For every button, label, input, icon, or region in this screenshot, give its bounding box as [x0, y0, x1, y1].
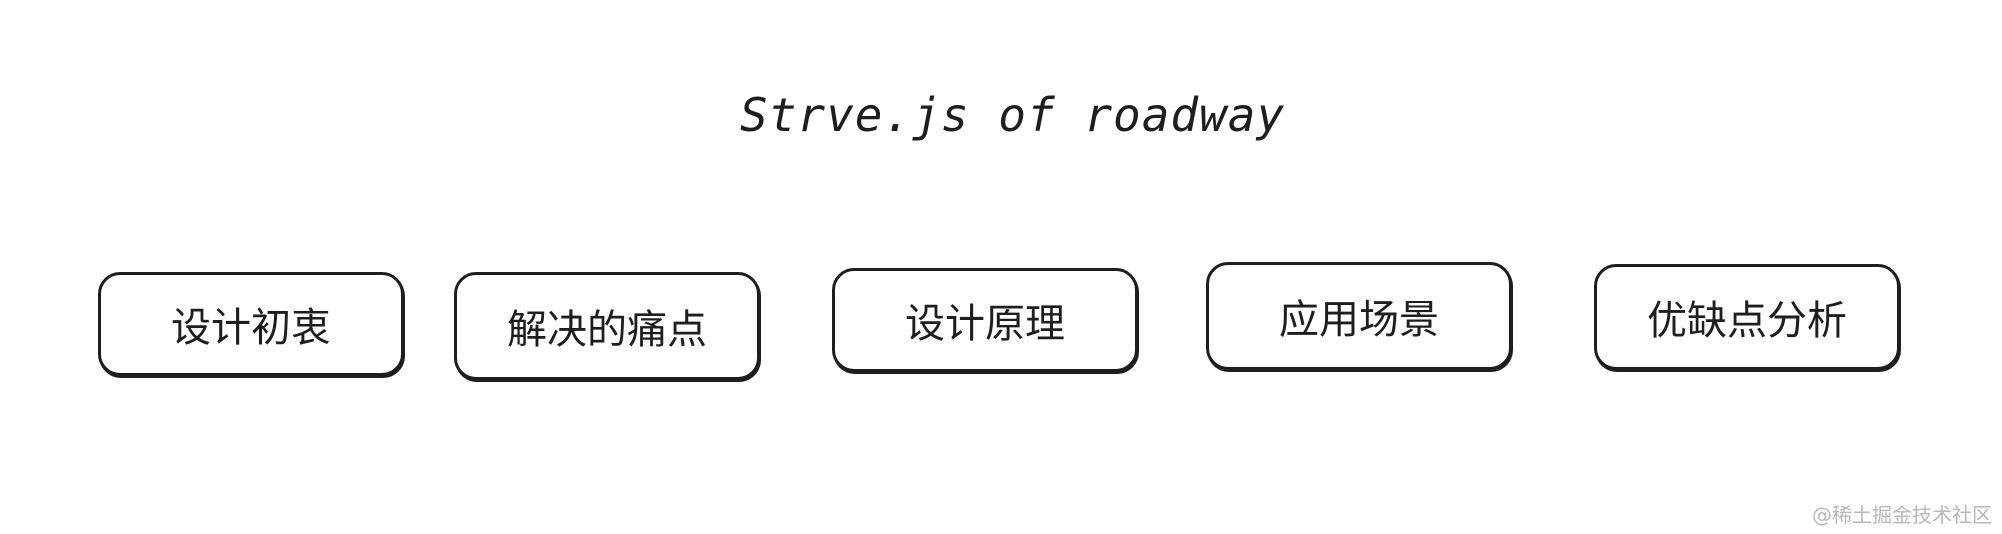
node-pros-cons: 优缺点分析 [1594, 264, 1900, 370]
node-pain-points: 解决的痛点 [454, 272, 760, 380]
node-label: 设计初衷 [171, 305, 331, 351]
node-label: 应用场景 [1279, 297, 1439, 343]
watermark: @稀土掘金技术社区 [1812, 503, 1992, 527]
node-design-intent: 设计初衷 [98, 272, 404, 376]
node-label: 解决的痛点 [507, 307, 707, 353]
diagram-title: Strve.js of roadway [740, 88, 1286, 142]
node-label: 设计原理 [905, 301, 1065, 347]
node-label: 优缺点分析 [1647, 298, 1847, 344]
node-use-cases: 应用场景 [1206, 262, 1512, 370]
node-design-principle: 设计原理 [832, 268, 1138, 372]
